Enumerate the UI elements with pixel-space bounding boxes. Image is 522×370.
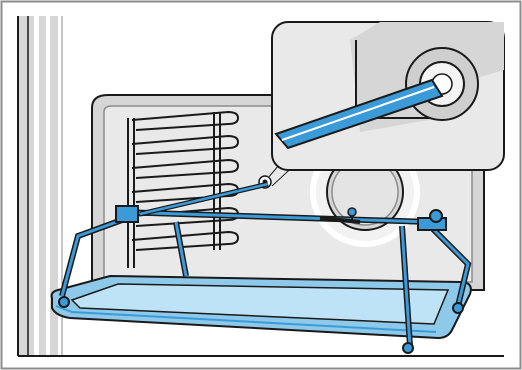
callout-zoom-detail [272,22,504,170]
